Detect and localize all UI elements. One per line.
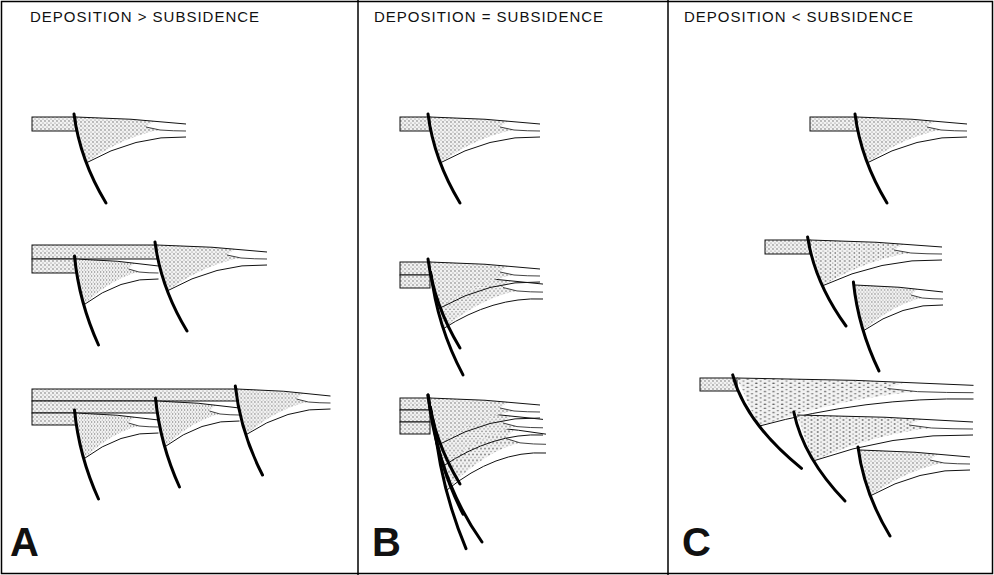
panel-b — [400, 114, 546, 549]
illustration-part — [156, 398, 240, 487]
illustration-part — [400, 422, 430, 434]
panel-divider — [357, 0, 359, 575]
illustration-part — [428, 114, 540, 203]
illustration-part — [400, 410, 430, 422]
illustration-part — [428, 259, 540, 348]
illustration-part — [400, 262, 430, 275]
illustration-part — [428, 395, 482, 542]
illustration-part — [700, 378, 737, 391]
illustration-part — [765, 240, 810, 254]
illustration-part — [75, 256, 159, 345]
illustration-part — [858, 447, 970, 536]
illustration-part — [32, 401, 157, 413]
illustration-part — [400, 398, 430, 410]
illustration-part — [155, 242, 267, 331]
panel-heading: DEPOSITION > SUBSIDENCE — [30, 9, 260, 26]
illustration-part — [74, 114, 186, 203]
panel-letter: B — [372, 520, 401, 564]
illustration-part — [32, 117, 76, 131]
illustration-part — [855, 114, 967, 203]
illustration-part — [32, 389, 237, 401]
panel-letter: A — [10, 520, 39, 564]
illustration-part — [32, 413, 76, 425]
panel-c — [700, 114, 974, 536]
illustration-part — [32, 245, 157, 259]
illustration-part — [853, 282, 943, 371]
illustration-part — [32, 259, 76, 273]
panel-divider — [667, 0, 669, 575]
panel-letter: C — [682, 520, 711, 564]
illustration-part — [400, 117, 430, 131]
illustration-part — [75, 410, 159, 499]
illustration-part — [235, 386, 330, 475]
panel-heading: DEPOSITION = SUBSIDENCE — [374, 9, 604, 26]
illustration-part — [400, 275, 430, 288]
illustration-part — [810, 117, 857, 131]
panel-heading: DEPOSITION < SUBSIDENCE — [684, 9, 914, 26]
panel-a — [32, 114, 331, 499]
